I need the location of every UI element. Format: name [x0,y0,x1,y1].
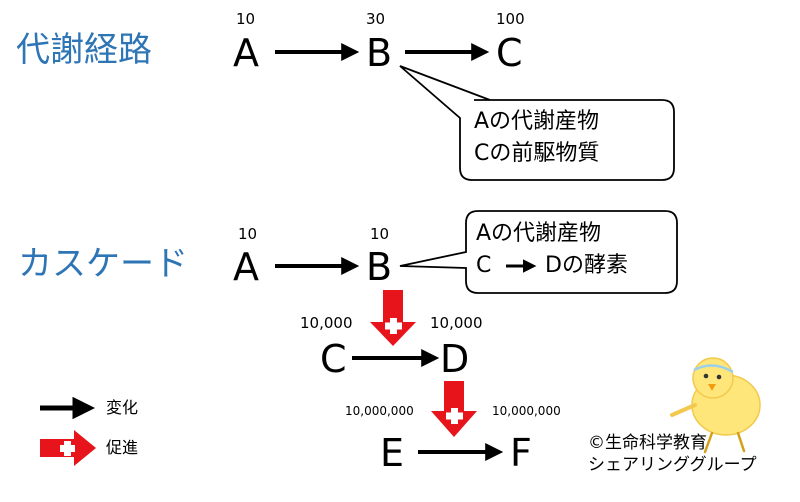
node-a: A [233,31,259,75]
node-c-mid: C [320,337,347,381]
copyright-line2: シェアリンググループ [588,455,757,475]
amount-c-mid: 10,000 [300,314,353,332]
amount-a: 10 [236,10,256,28]
node-f: F [510,431,532,475]
node-c: C [496,31,523,75]
promote-arrow-b [370,290,416,346]
copyright-line1: ©生命科学教育 [588,433,707,453]
amount-e: 10,000,000 [345,404,414,418]
promote-arrow-d [431,381,477,437]
legend-change-label: 変化 [106,398,139,417]
amount-b: 30 [366,10,386,28]
legend-promote-label: 促進 [106,438,139,457]
metabolic-callout-line2: Cの前駆物質 [474,141,600,166]
cascade-title: カスケード [18,244,188,284]
cascade-callout-line2-right: Dの酵素 [545,253,628,278]
node-d-mid: D [440,337,470,381]
metabolic-callout-line1: Aの代謝産物 [474,109,600,134]
cascade-node-b: B [366,245,393,289]
metabolic-pathway-title: 代謝経路 [16,30,152,70]
cascade-callout-bubble [399,210,678,294]
amount-d-mid: 10,000 [430,314,483,332]
amount-f: 10,000,000 [492,404,561,418]
metabolic-callout-bubble [399,65,675,181]
cascade-callout-line1: Aの代謝産物 [476,221,602,246]
red-plus-arrow-icon [40,430,96,466]
cascade-amount-b: 10 [370,225,390,243]
amount-c: 100 [496,10,525,28]
cascade-node-a: A [233,245,259,289]
cascade-amount-a: 10 [238,225,258,243]
node-e: E [380,431,405,475]
node-b: B [366,31,393,75]
chick-mascot-icon [670,357,761,454]
cascade-callout-line2-left: C [476,253,492,278]
